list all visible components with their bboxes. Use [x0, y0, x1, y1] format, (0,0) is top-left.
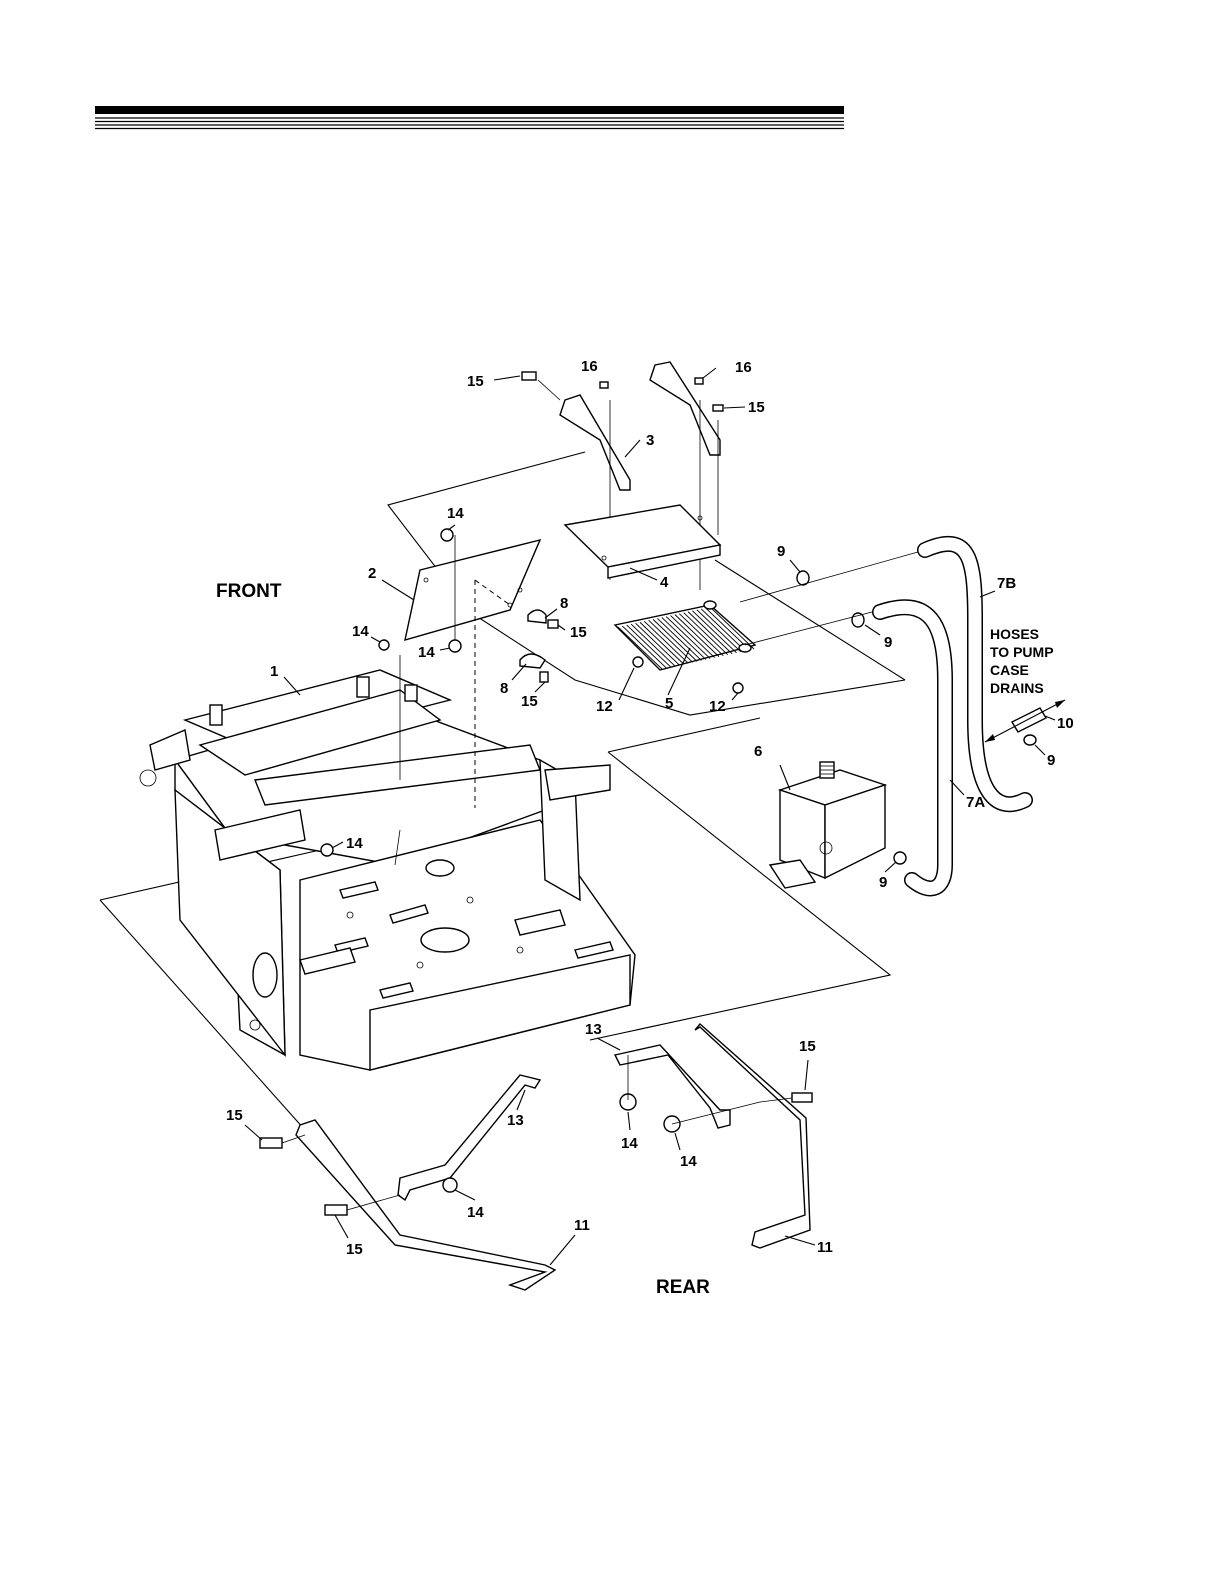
callout-13: 13 — [585, 1021, 602, 1038]
cooler-bracket-plate — [565, 505, 720, 578]
rear-bracket-left-13 — [398, 1075, 540, 1200]
hoses-note-line-4: DRAINS — [990, 680, 1044, 696]
reservoir-tank — [770, 762, 885, 888]
callout-4: 4 — [660, 574, 669, 591]
callout-14: 14 — [467, 1204, 484, 1221]
callout-13: 13 — [507, 1112, 524, 1129]
callout-14: 14 — [621, 1135, 638, 1152]
header-rule — [95, 106, 844, 129]
hoses-note-line-2: TO PUMP — [990, 644, 1054, 660]
callout-9: 9 — [1047, 752, 1055, 769]
cable-clamp-upper — [528, 610, 558, 628]
tee-fitting — [985, 700, 1065, 742]
callout-3: 3 — [646, 432, 654, 449]
callout-7b: 7B — [997, 575, 1016, 592]
callout-15: 15 — [570, 624, 587, 641]
callout-9: 9 — [884, 634, 892, 651]
callout-16: 16 — [581, 358, 598, 375]
cable-clamp-lower — [520, 654, 548, 682]
rear-label: REAR — [656, 1277, 710, 1298]
callout-15: 15 — [748, 399, 765, 416]
main-frame — [140, 670, 635, 1070]
callout-12: 12 — [709, 698, 726, 715]
callout-14: 14 — [418, 644, 435, 661]
callout-2: 2 — [368, 565, 376, 582]
callout-14: 14 — [352, 623, 369, 640]
callout-9: 9 — [879, 874, 887, 891]
callout-12: 12 — [596, 698, 613, 715]
callout-15: 15 — [799, 1038, 816, 1055]
callout-11: 11 — [574, 1217, 590, 1234]
callout-15: 15 — [346, 1241, 363, 1258]
callout-9: 9 — [777, 543, 785, 560]
callout-7a: 7A — [966, 794, 985, 811]
hoses-note-line-1: HOSES — [990, 626, 1039, 642]
callout-8: 8 — [500, 680, 508, 697]
callout-15: 15 — [467, 373, 484, 390]
rear-bracket-right-11 — [695, 1024, 810, 1248]
callout-6: 6 — [754, 743, 762, 760]
callout-15: 15 — [521, 693, 538, 710]
callout-11: 11 — [817, 1239, 833, 1256]
callout-14: 14 — [680, 1153, 697, 1170]
hoses-note: HOSES TO PUMP CASE DRAINS — [990, 626, 1054, 696]
callout-14: 14 — [346, 835, 363, 852]
callout-10: 10 — [1057, 715, 1074, 732]
callout-1: 1 — [270, 663, 278, 680]
callout-14: 14 — [447, 505, 464, 522]
hoses-note-line-3: CASE — [990, 662, 1029, 678]
callout-15: 15 — [226, 1107, 243, 1124]
front-label: FRONT — [216, 581, 282, 602]
callout-8: 8 — [560, 595, 568, 612]
callout-16: 16 — [735, 359, 752, 376]
callout-5: 5 — [665, 695, 673, 712]
